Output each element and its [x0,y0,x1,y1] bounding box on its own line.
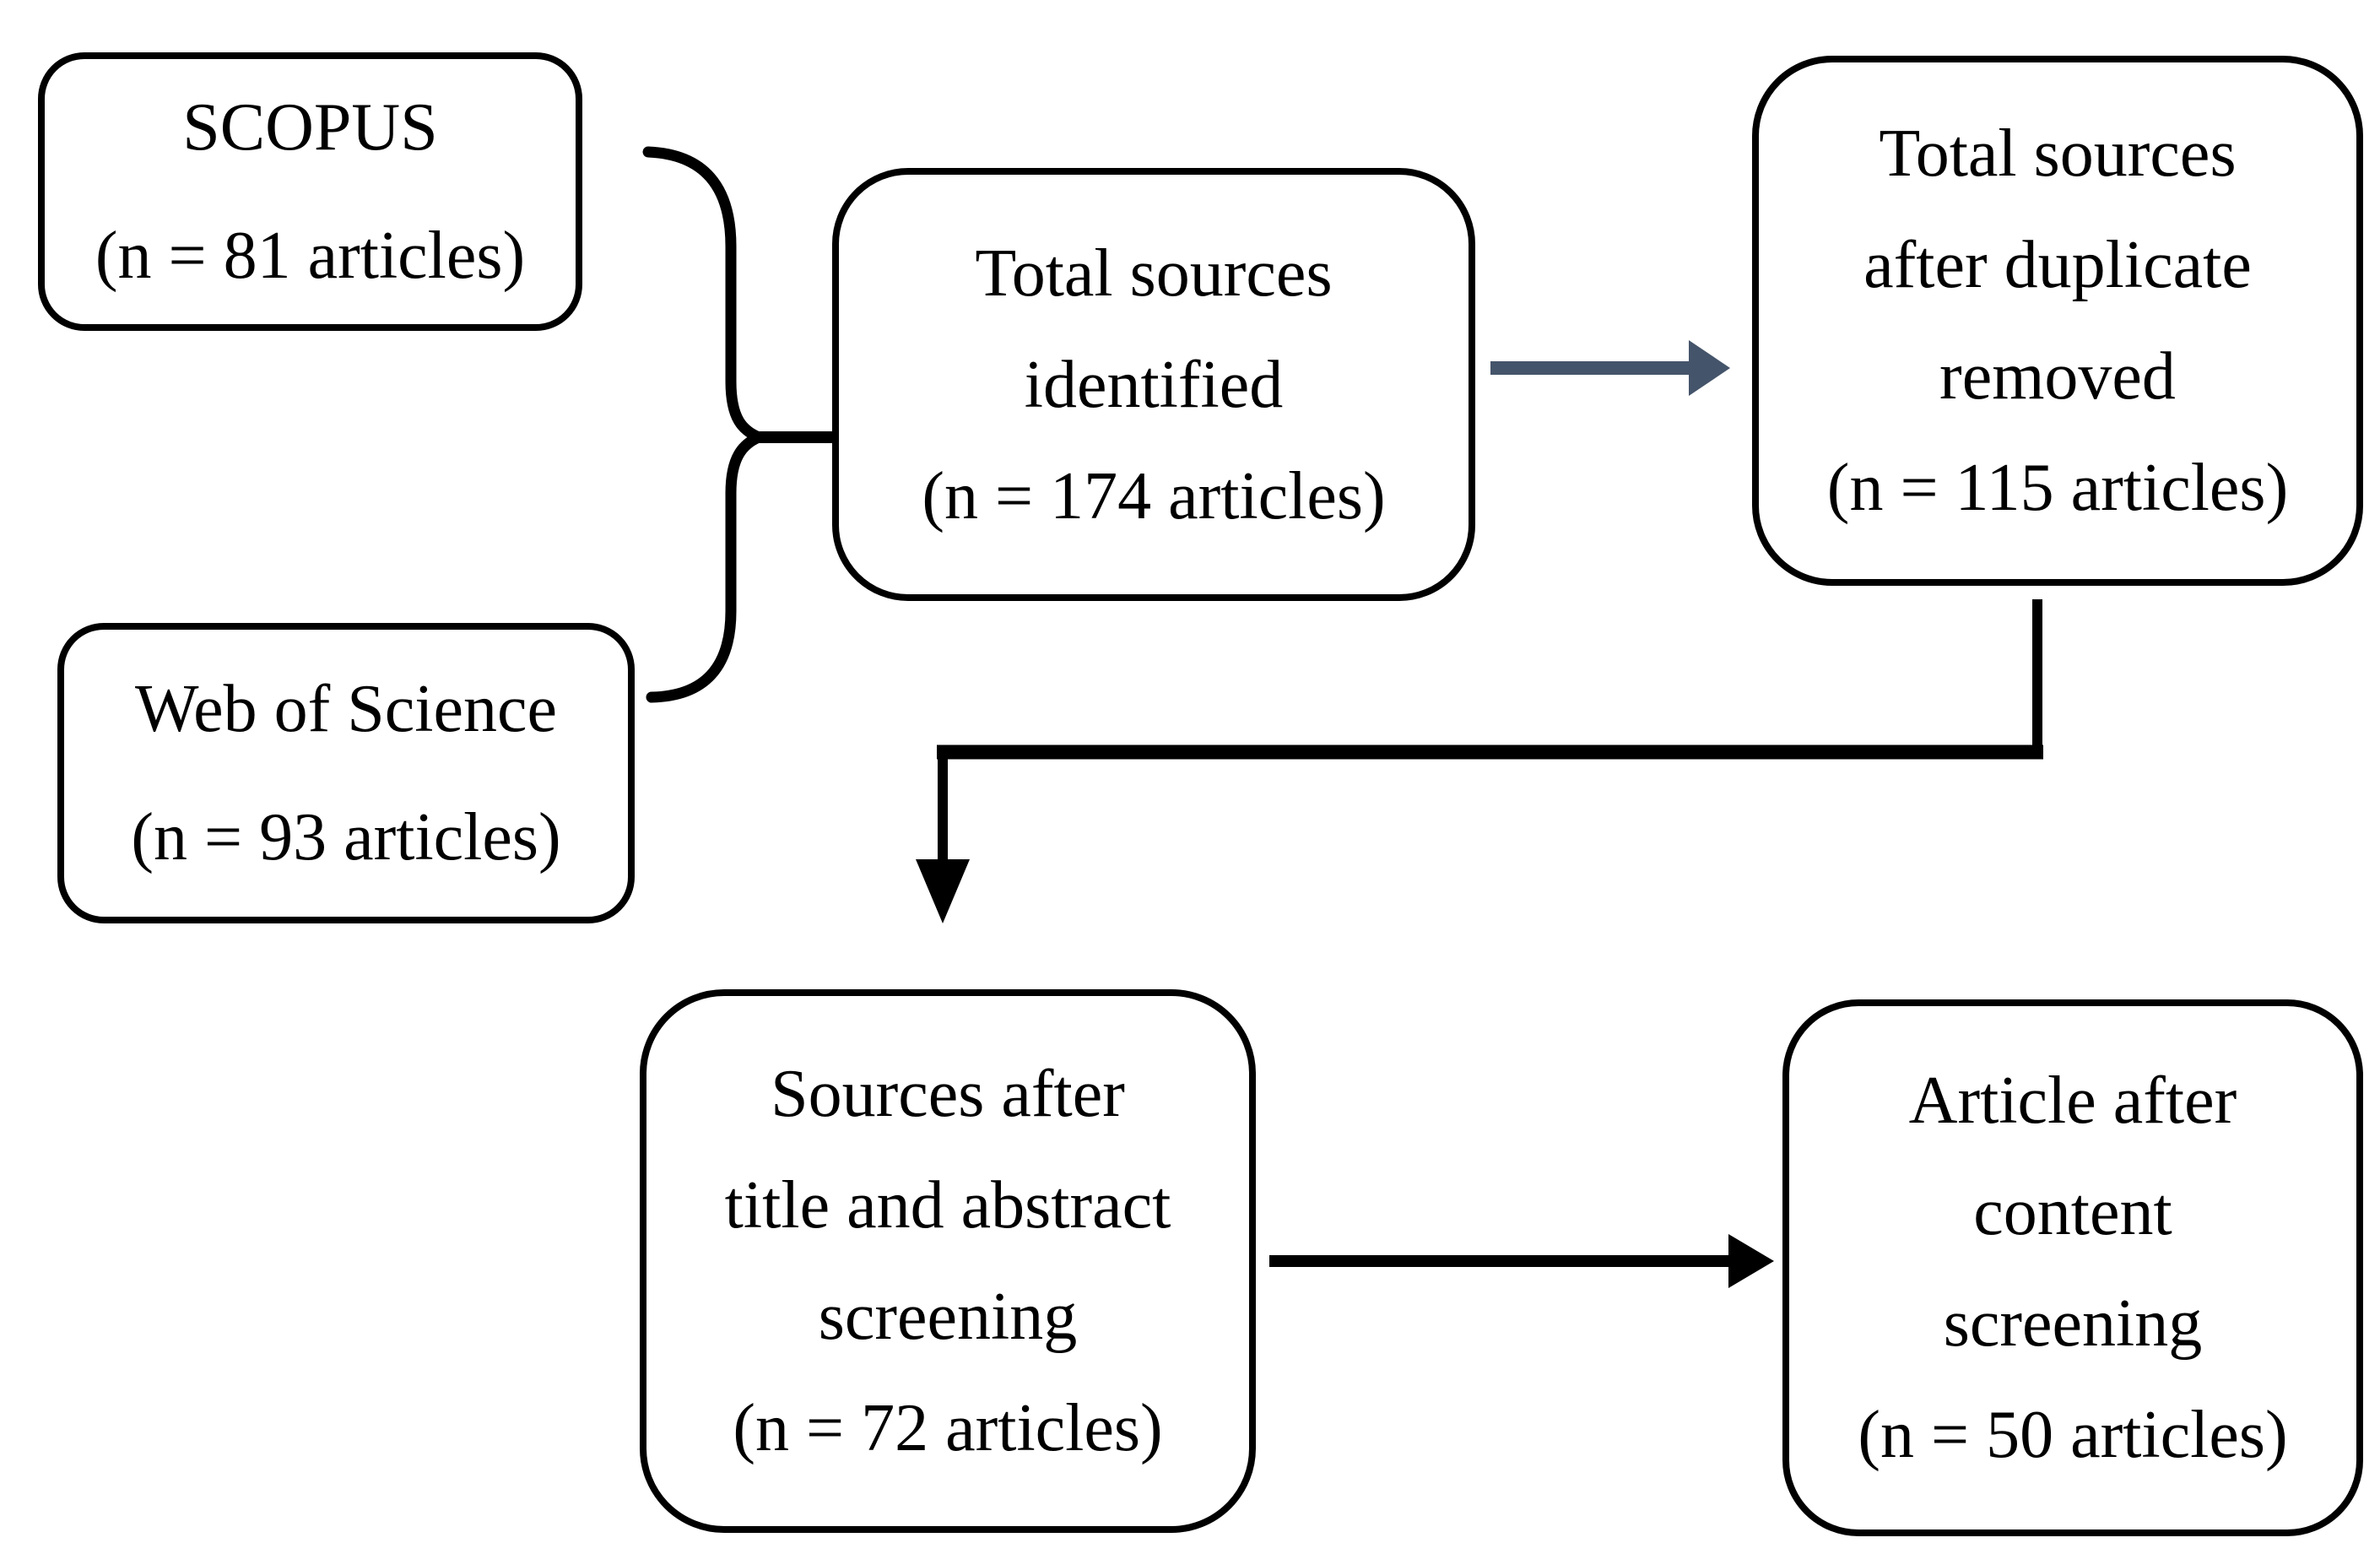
box-content-line2: content [1973,1175,2172,1249]
box-screening-line1: Sources after [771,1057,1125,1131]
box-web-of-science: Web of Science (n = 93 articles) [57,623,635,923]
merge-brace-connector [642,146,765,703]
box-scopus-count: (n = 81 articles) [95,219,526,293]
box-content-line1: Article after [1908,1064,2237,1138]
box-screening-line2: title and abstract [724,1168,1171,1243]
box-identified-count: (n = 174 articles) [922,458,1386,533]
box-content-count: (n = 50 articles) [1858,1398,2288,1472]
elbow-arrow-head [916,859,970,923]
box-web-of-science-count: (n = 93 articles) [131,800,561,874]
box-content-line3: screening [1943,1286,2203,1361]
box-web-of-science-title: Web of Science [135,672,557,746]
box-screening-line3: screening [818,1280,1078,1354]
box-content-screening: Article after content screening (n = 50 … [1782,999,2363,1536]
content-arrow-head [1728,1234,1774,1288]
box-screening-count: (n = 72 articles) [733,1391,1163,1465]
box-title-abstract-screening: Sources after title and abstract screeni… [640,989,1256,1533]
box-identified-line2: identified [1024,347,1284,422]
box-scopus-title: SCOPUS [182,90,438,165]
box-dedup-line3: removed [1939,339,2176,414]
box-total-sources-identified: Total sources identified (n = 174 articl… [832,168,1475,601]
dedup-arrow-head [1689,340,1730,396]
box-dedup-line2: after duplicate [1863,228,2252,302]
box-duplicates-removed: Total sources after duplicate removed (n… [1752,56,2363,586]
box-dedup-count: (n = 115 articles) [1826,451,2289,525]
box-identified-line1: Total sources [975,236,1333,311]
box-scopus: SCOPUS (n = 81 articles) [38,52,582,331]
box-dedup-line1: Total sources [1879,116,2237,191]
